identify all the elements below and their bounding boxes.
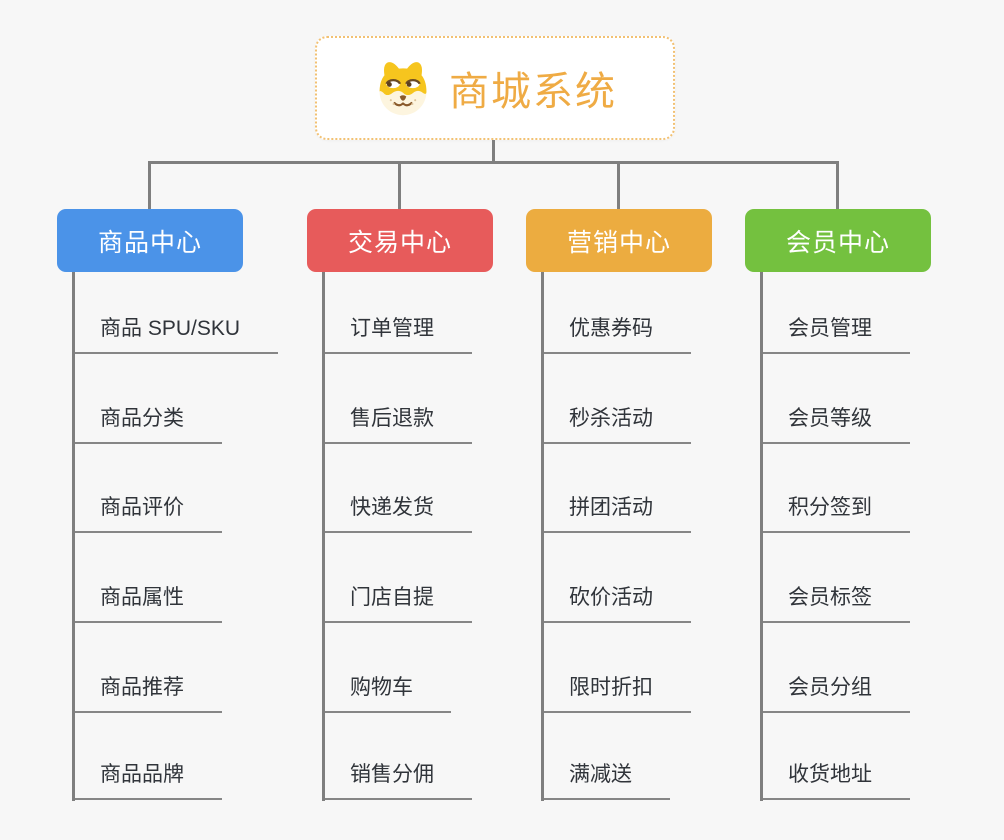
leaf-node[interactable]: 门店自提 — [325, 584, 472, 623]
root-node[interactable]: 商城系统 — [315, 36, 675, 140]
branch-node-trade[interactable]: 交易中心 — [307, 209, 493, 272]
leaf-column-members: 会员管理 会员等级 积分签到 会员标签 会员分组 收货地址 — [760, 272, 1000, 801]
leaf-node[interactable]: 砍价活动 — [544, 584, 691, 623]
leaf-node[interactable]: 积分签到 — [763, 494, 910, 533]
root-title: 商城系统 — [449, 70, 617, 114]
leaf-node[interactable]: 商品分类 — [75, 405, 222, 444]
leaf-node[interactable]: 会员管理 — [763, 315, 910, 354]
leaf-column-trade: 订单管理 售后退款 快递发货 门店自提 购物车 销售分佣 — [322, 272, 562, 801]
connector-drop-marketing — [617, 161, 620, 209]
leaf-node[interactable]: 销售分佣 — [325, 761, 472, 800]
leaf-node[interactable]: 售后退款 — [325, 405, 472, 444]
connector-horizontal-bar — [148, 161, 839, 164]
shiba-dog-icon — [379, 62, 427, 116]
leaf-node[interactable]: 限时折扣 — [544, 674, 691, 713]
branch-node-products[interactable]: 商品中心 — [57, 209, 243, 272]
leaf-node[interactable]: 拼团活动 — [544, 494, 691, 533]
leaf-node[interactable]: 购物车 — [325, 674, 451, 713]
leaf-node[interactable]: 收货地址 — [763, 761, 910, 800]
leaf-node[interactable]: 商品属性 — [75, 584, 222, 623]
leaf-node[interactable]: 会员标签 — [763, 584, 910, 623]
leaf-node[interactable]: 商品评价 — [75, 494, 222, 533]
leaf-node[interactable]: 快递发货 — [325, 494, 472, 533]
connector-drop-trade — [398, 161, 401, 209]
leaf-node[interactable]: 商品推荐 — [75, 674, 222, 713]
branch-node-marketing[interactable]: 营销中心 — [526, 209, 712, 272]
connector-root-trunk — [492, 140, 495, 164]
leaf-column-products: 商品 SPU/SKU 商品分类 商品评价 商品属性 商品推荐 商品品牌 — [72, 272, 312, 801]
leaf-node[interactable]: 满减送 — [544, 761, 670, 800]
leaf-node[interactable]: 秒杀活动 — [544, 405, 691, 444]
leaf-node[interactable]: 会员等级 — [763, 405, 910, 444]
leaf-node[interactable]: 优惠券码 — [544, 315, 691, 354]
leaf-node[interactable]: 会员分组 — [763, 674, 910, 713]
branch-node-members[interactable]: 会员中心 — [745, 209, 931, 272]
leaf-node[interactable]: 订单管理 — [325, 315, 472, 354]
connector-drop-products — [148, 161, 151, 209]
connector-drop-members — [836, 161, 839, 209]
leaf-column-marketing: 优惠券码 秒杀活动 拼团活动 砍价活动 限时折扣 满减送 — [541, 272, 781, 801]
leaf-node[interactable]: 商品品牌 — [75, 761, 222, 800]
leaf-node[interactable]: 商品 SPU/SKU — [75, 315, 279, 354]
